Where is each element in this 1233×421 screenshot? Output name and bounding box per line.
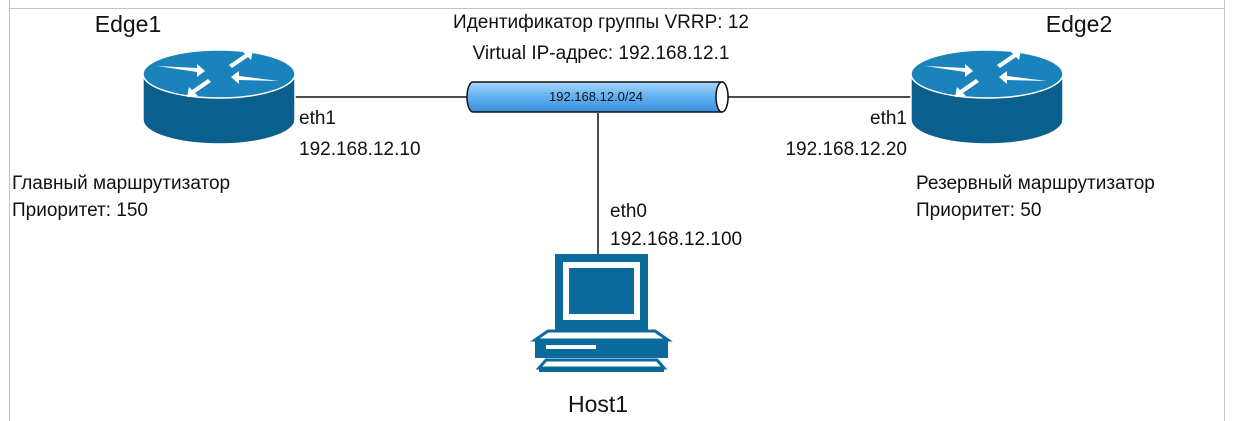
vrrp-group-label: Идентификатор группы VRRP: 12 <box>453 12 749 33</box>
edge1-name: Edge1 <box>95 11 162 37</box>
frame-border-left <box>9 0 10 421</box>
edge1-router[interactable]: Edge1 <box>95 11 296 145</box>
edge2-name: Edge2 <box>1046 11 1113 37</box>
edge1-role: Главный маршрутизатор <box>12 173 230 194</box>
segment-subnet-label: 192.168.12.0/24 <box>549 89 643 104</box>
edge2-ip: 192.168.12.20 <box>785 139 907 160</box>
edge2-role: Резервный маршрутизатор <box>916 173 1155 194</box>
edge2-interface: eth1 <box>870 108 907 129</box>
host1-interface: eth0 <box>610 201 647 222</box>
edge1-interface: eth1 <box>299 108 336 129</box>
edge2-priority: Приоритет: 50 <box>916 200 1041 221</box>
host1-ip: 192.168.12.100 <box>610 229 742 250</box>
edge1-ip: 192.168.12.10 <box>299 139 421 160</box>
edge2-router[interactable]: Edge2 <box>910 11 1113 145</box>
workstation-icon <box>530 254 673 372</box>
vrrp-virtual-ip-label: Virtual IP-адрес: 192.168.12.1 <box>473 43 730 64</box>
frame-border-top <box>9 8 1225 9</box>
router-icon <box>142 49 296 145</box>
edge1-priority: Приоритет: 150 <box>12 200 148 221</box>
frame-border-right <box>1224 0 1225 421</box>
network-segment: 192.168.12.0/24 <box>466 81 729 113</box>
host1-workstation[interactable]: Host1 <box>530 254 673 417</box>
router-icon <box>910 49 1064 145</box>
segment-pipe-end <box>715 81 729 113</box>
host1-name: Host1 <box>568 391 628 417</box>
